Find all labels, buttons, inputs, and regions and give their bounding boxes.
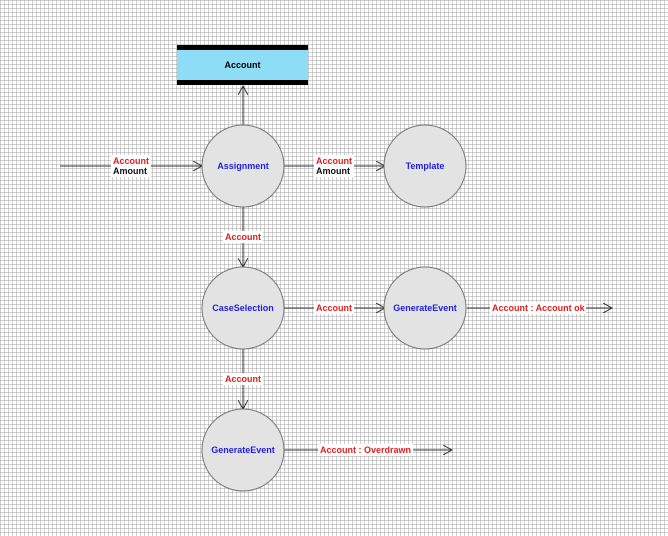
flow-label-account-ok: Account : Account ok: [490, 302, 586, 314]
process-circle: [383, 124, 467, 208]
flow-label-line1: Account: [113, 156, 149, 166]
flow-label-line2: Amount: [113, 166, 147, 176]
process-assignment[interactable]: Assignment: [201, 124, 285, 208]
flow-label-background: [111, 155, 151, 177]
process-circle: [201, 266, 285, 350]
flow-label-text: Account : Account ok: [492, 303, 586, 313]
process-label: Assignment: [217, 161, 269, 171]
flow-label-background: [314, 155, 354, 177]
data-store-label: Account: [225, 60, 261, 70]
process-case-selection[interactable]: CaseSelection: [201, 266, 285, 350]
process-circle: [383, 266, 467, 350]
flow-label-background: [223, 373, 263, 385]
flow-label-text: Account: [225, 232, 261, 242]
process-generate-event-overdrawn[interactable]: GenerateEvent: [201, 408, 285, 492]
flow-label-text: Account: [225, 374, 261, 384]
flow-label-line2: Amount: [316, 166, 350, 176]
process-label: CaseSelection: [212, 303, 274, 313]
data-store-bottom-bar: [177, 80, 308, 85]
flow-label-overdrawn: Account : Overdrawn: [318, 444, 413, 456]
flow-label-to-template: Account Amount: [314, 155, 354, 177]
process-label: GenerateEvent: [393, 303, 457, 313]
process-circle: [201, 408, 285, 492]
data-store-account[interactable]: Account: [177, 45, 308, 85]
flow-label-text: Account: [316, 303, 352, 313]
flow-label-background: [314, 302, 354, 314]
flow-label-background: [223, 231, 263, 243]
data-store-body: [177, 50, 308, 80]
flow-label-background: [490, 302, 586, 314]
flow-label-to-case-selection: Account: [223, 231, 263, 243]
flow-label-to-generate-event-2: Account: [223, 373, 263, 385]
flow-label-line1: Account: [316, 156, 352, 166]
flow-label-text: Account : Overdrawn: [320, 445, 411, 455]
flow-lines: [60, 86, 612, 450]
process-template[interactable]: Template: [383, 124, 467, 208]
data-store-top-bar: [177, 45, 308, 50]
process-circle: [201, 124, 285, 208]
flow-label-input: Account Amount: [111, 155, 151, 177]
process-label: GenerateEvent: [211, 445, 275, 455]
flow-label-to-generate-event-1: Account: [314, 302, 354, 314]
process-generate-event-account-ok[interactable]: GenerateEvent: [383, 266, 467, 350]
flow-label-background: [318, 444, 413, 456]
process-label: Template: [406, 161, 445, 171]
